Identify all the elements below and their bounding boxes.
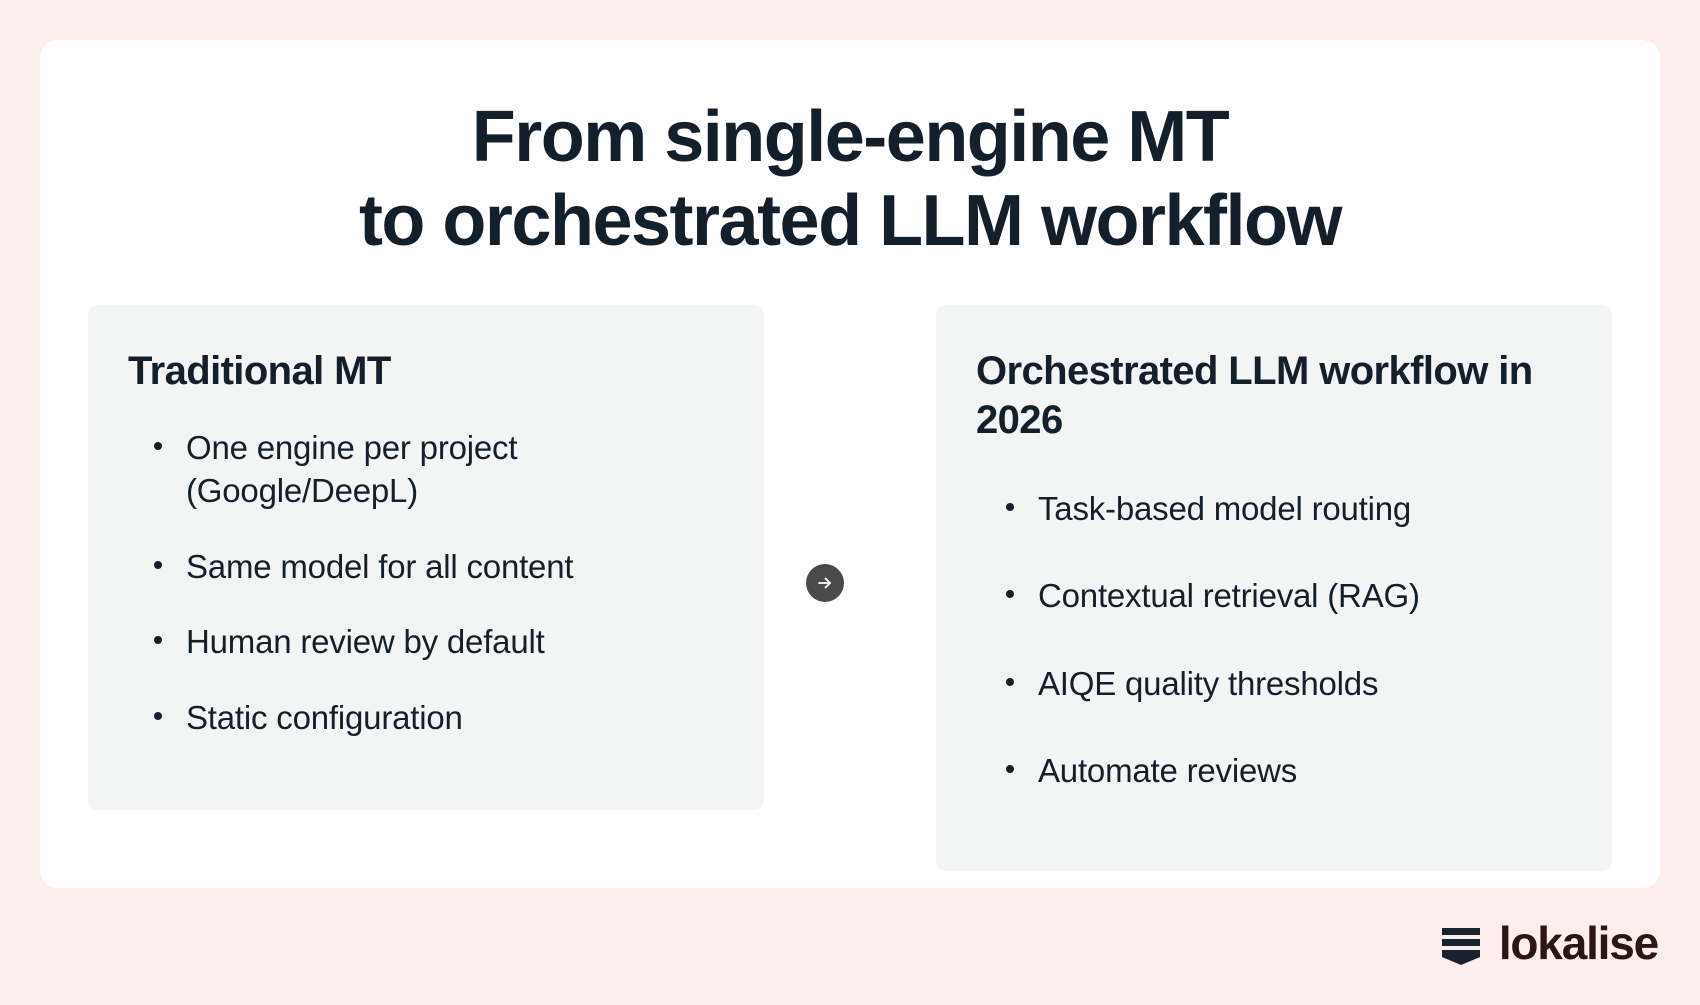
card-orchestrated-llm-workflow-bullets: Task-based model routing Contextual retr… — [976, 487, 1572, 793]
lokalise-mark-icon — [1437, 919, 1485, 967]
content-panel: From single-engine MT to orchestrated LL… — [40, 40, 1660, 888]
bullet-dot-icon — [154, 560, 162, 569]
list-item-label: Automate reviews — [1038, 752, 1298, 790]
list-item-label: Contextual retrieval (RAG) — [1038, 577, 1420, 615]
card-traditional-mt-bullets: One engine per project (Google/DeepL) Sa… — [128, 426, 724, 740]
list-item-label: AIQE quality thresholds — [1038, 664, 1379, 702]
list-item-label: Static configuration — [186, 698, 463, 736]
list-item: Static configuration — [154, 696, 724, 740]
page-title-line-1: From single-engine MT — [471, 97, 1230, 177]
bullet-dot-icon — [1006, 765, 1014, 774]
bullet-dot-icon — [1006, 502, 1014, 511]
bullet-dot-icon — [154, 636, 162, 645]
list-item: Task-based model routing — [1006, 487, 1572, 531]
card-orchestrated-llm-workflow-heading: Orchestrated LLM workflow in 2026 — [976, 349, 1533, 442]
lokalise-logo: lokalise — [1437, 917, 1659, 969]
lokalise-wordmark: lokalise — [1498, 917, 1659, 969]
list-item: AIQE quality thresholds — [1006, 662, 1572, 706]
list-item-label: Same model for all content — [186, 547, 574, 585]
list-item: Human review by default — [154, 620, 724, 664]
list-item: Same model for all content — [154, 545, 724, 589]
list-item: One engine per project (Google/DeepL) — [154, 426, 724, 513]
comparison-cards: Traditional MT One engine per project (G… — [88, 305, 1612, 871]
arrow-right-icon — [815, 573, 835, 593]
card-traditional-mt-heading: Traditional MT — [128, 349, 391, 393]
bullet-dot-icon — [1006, 590, 1014, 599]
page-title-line-2: to orchestrated LLM workflow — [358, 181, 1343, 262]
card-orchestrated-llm-workflow: Orchestrated LLM workflow in 2026 Task-b… — [936, 305, 1612, 871]
list-item-label: One engine per project (Google/DeepL) — [186, 428, 518, 510]
bullet-dot-icon — [1006, 677, 1014, 686]
list-item: Contextual retrieval (RAG) — [1006, 574, 1572, 618]
page-title: From single-engine MT to orchestrated LL… — [40, 95, 1660, 263]
list-item-label: Task-based model routing — [1038, 489, 1412, 527]
arrow-right-badge — [806, 564, 844, 602]
card-traditional-mt: Traditional MT One engine per project (G… — [88, 305, 764, 810]
list-item: Automate reviews — [1006, 749, 1572, 793]
bullet-dot-icon — [154, 441, 162, 450]
list-item-label: Human review by default — [186, 623, 545, 661]
bullet-dot-icon — [154, 711, 162, 720]
